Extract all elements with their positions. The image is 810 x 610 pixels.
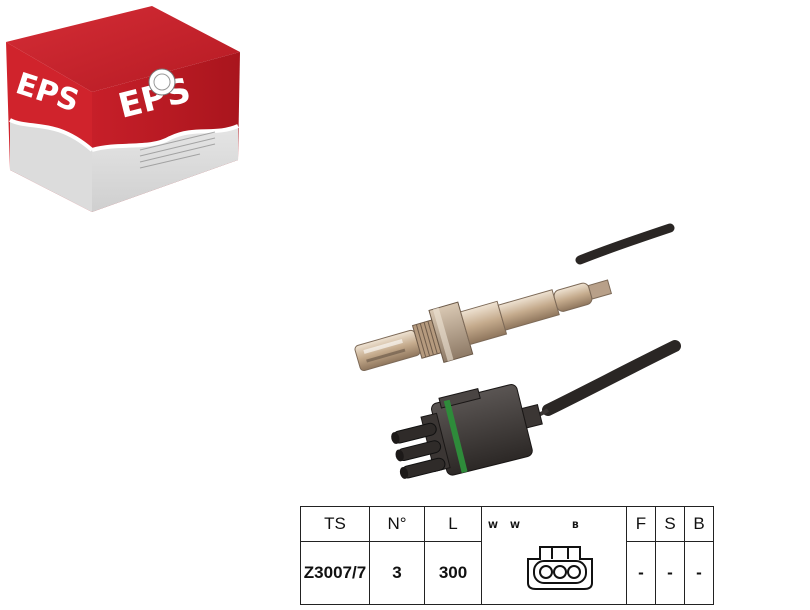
- value-b: -: [684, 541, 714, 605]
- header-b: B: [684, 506, 714, 542]
- connector-pin-labels: W W B: [482, 521, 626, 535]
- oxygen-sensor-icon: [354, 223, 681, 479]
- header-s: S: [655, 506, 685, 542]
- header-length: L: [424, 506, 482, 542]
- spec-table: TS N° L W W B F S: [300, 506, 714, 605]
- value-s: -: [655, 541, 685, 605]
- value-ts: Z3007/7: [300, 541, 370, 605]
- oxygen-sensor-image: [330, 210, 690, 500]
- header-ts: TS: [300, 506, 370, 542]
- three-pin-connector-icon: [527, 546, 593, 590]
- header-number: N°: [369, 506, 425, 542]
- value-number: 3: [369, 541, 425, 605]
- connector-cell: W W B: [481, 506, 627, 605]
- product-box-image: EPS EPS: [0, 0, 260, 220]
- spec-header-row: TS N° L W W B F S: [300, 506, 714, 605]
- product-box-icon: EPS EPS: [6, 6, 240, 212]
- header-f: F: [626, 506, 656, 542]
- value-length: 300: [424, 541, 482, 605]
- spec-value-row: Z3007/7 3 300 - - -: [300, 541, 714, 605]
- pin-label-1: W: [488, 521, 498, 531]
- pin-label-3: B: [572, 521, 579, 531]
- pin-label-2: W: [510, 521, 520, 531]
- value-f: -: [626, 541, 656, 605]
